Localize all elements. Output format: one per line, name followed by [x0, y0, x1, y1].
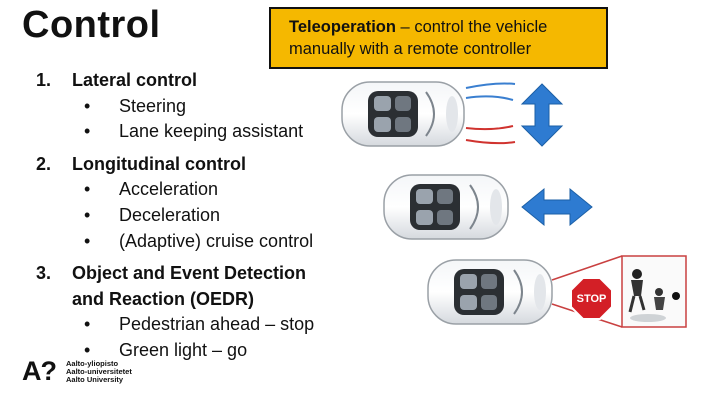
- horizontal-double-arrow: [521, 187, 593, 227]
- sub-item-text: Acceleration: [119, 179, 219, 200]
- sub-item-text: Deceleration: [119, 204, 221, 225]
- logo-text: Aalto-yliopisto Aalto-universitetet Aalt…: [66, 360, 132, 384]
- bullet: •: [84, 95, 91, 116]
- sub-item: • Green light – go: [36, 338, 306, 364]
- sub-item: • Steering: [36, 94, 306, 120]
- slide-title: Control: [22, 4, 161, 46]
- list-heading: Lateral control: [72, 70, 198, 90]
- car-top-view-2: [383, 174, 509, 240]
- sub-item-text: Green light – go: [119, 339, 248, 360]
- logo-line: Aalto-yliopisto: [66, 359, 119, 368]
- sub-item-text: Steering: [119, 95, 187, 116]
- bullet: •: [84, 339, 91, 360]
- list-heading: Longitudinal control: [72, 153, 246, 174]
- pedestrian-icon: [628, 269, 680, 322]
- bullet: •: [84, 230, 91, 251]
- callout-definition: – control the vehicle manually with a re…: [289, 18, 548, 58]
- vertical-double-arrow: [520, 83, 564, 147]
- list-number: 3.: [36, 263, 52, 284]
- list-item-longitudinal: 2. Longitudinal control • Acceleration • D…: [36, 152, 313, 255]
- sub-item: • Acceleration: [36, 177, 306, 203]
- steering-lines: [465, 82, 516, 145]
- list-item-oedr: 3. Object and Event Detection and Reacti…: [36, 261, 314, 364]
- bullet: •: [84, 121, 91, 142]
- callout-term: Teleoperation: [289, 18, 396, 36]
- bullet: •: [84, 179, 91, 200]
- sub-item: • (Adaptive) cruise control: [36, 229, 313, 255]
- list-heading: Object and Event Detection: [72, 263, 307, 284]
- stop-sign-text: STOP: [577, 293, 607, 305]
- logo-line: Aalto-universitetet: [66, 367, 132, 376]
- logo-mark: A?: [22, 356, 57, 386]
- sub-item: • Pedestrian ahead – stop: [36, 312, 314, 338]
- sub-item-text: Pedestrian ahead – stop: [119, 314, 315, 335]
- pedestrian-frame: [621, 255, 687, 328]
- list-item-lateral: 1. Lateral control • Steering • Lane keepi…: [36, 68, 306, 145]
- control-list: 1. Lateral control • Steering • Lane keepi…: [36, 68, 314, 364]
- list-number: 1.: [36, 70, 52, 90]
- logo-line: Aalto University: [66, 375, 124, 384]
- sub-item: • Deceleration: [36, 203, 306, 229]
- car-top-view-3: [427, 259, 553, 325]
- list-heading-continued: and Reaction (OEDR): [72, 288, 255, 309]
- sub-item-text: Lane keeping assistant: [119, 121, 304, 142]
- bullet: •: [84, 204, 91, 225]
- sub-item: • Lane keeping assistant: [36, 119, 306, 145]
- bullet: •: [84, 314, 91, 335]
- sub-item-text: (Adaptive) cruise control: [119, 230, 314, 251]
- list-number: 2.: [36, 153, 52, 174]
- teleoperation-callout: Teleoperation – control the vehicle manu…: [269, 7, 608, 69]
- car-top-view-1: [341, 81, 465, 147]
- stop-sign-icon: STOP: [570, 277, 613, 320]
